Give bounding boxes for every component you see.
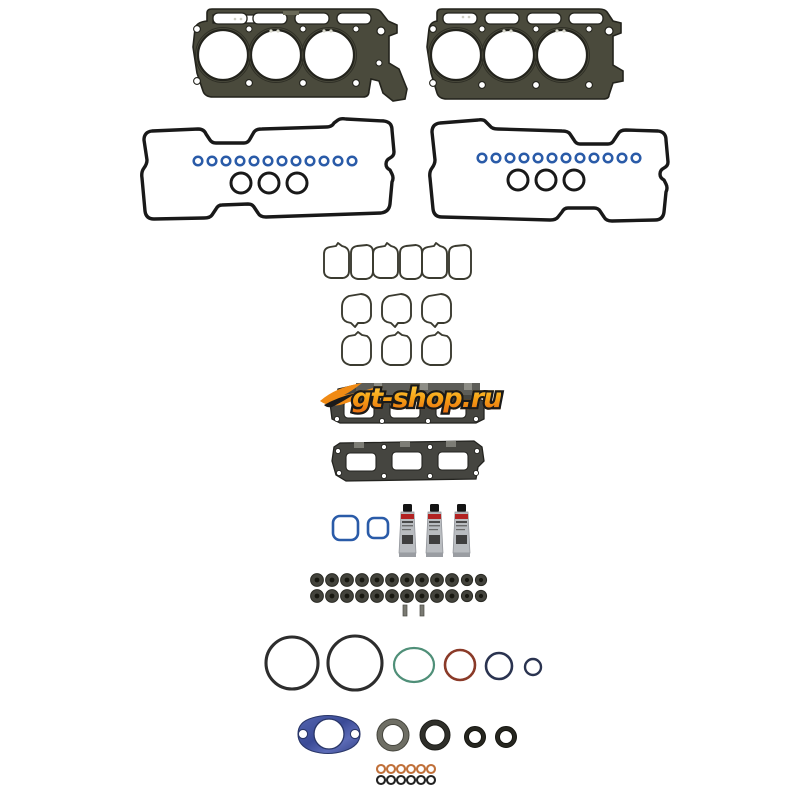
- part-intake-manifold-gasket-pairs: [318, 240, 478, 286]
- seal-ring-1: [376, 718, 410, 752]
- part-intake-port-gaskets-row1: [338, 291, 458, 331]
- valve-cover-grommets-right: [476, 152, 642, 164]
- part-sealant-tubes: [398, 503, 480, 559]
- seal-ring-2: [419, 719, 451, 751]
- part-valve-cover-gasket-left: [136, 116, 406, 224]
- valve-cover-grommets-left: [192, 155, 358, 167]
- sealant-tube: [398, 504, 417, 557]
- part-intake-port-gaskets-row2: [338, 331, 458, 371]
- part-throttle-and-seal-rings: [290, 710, 530, 758]
- seal-ring-3: [464, 726, 486, 748]
- watermark-text-shadow: gt-shop.ru: [350, 381, 505, 417]
- intake-gasket-pair: [372, 242, 423, 280]
- part-head-gasket-right: [423, 3, 628, 107]
- watermark-text: gt-shop.ru: [352, 383, 502, 414]
- part-valve-stem-seals: [310, 572, 500, 618]
- sealant-tube: [425, 504, 444, 557]
- throttle-body-gasket: [297, 714, 361, 755]
- o-ring-large-2: [326, 634, 384, 692]
- flame-icon: [320, 383, 376, 408]
- washers-black-row: [375, 774, 437, 786]
- part-square-gasket-blue-group: [330, 512, 392, 544]
- part-washers: [375, 763, 437, 790]
- o-ring-small-navy: [523, 657, 543, 677]
- washers-copper-row: [375, 763, 437, 775]
- o-ring-brown: [443, 648, 477, 682]
- part-head-gasket-left: [183, 3, 415, 107]
- part-valve-cover-gasket-right: [426, 118, 676, 224]
- o-ring-large-1: [264, 635, 320, 691]
- seal-ring-4: [495, 726, 517, 748]
- part-o-rings: [262, 634, 554, 694]
- valve-stem-seal-row-1: [310, 573, 488, 587]
- part-exhaust-manifold-gasket-lower: [326, 437, 488, 485]
- intake-gasket-pair: [323, 242, 374, 280]
- valve-stem-seal-row-2: [310, 589, 488, 603]
- valve-cover-spark-plug-seals-left: [229, 171, 309, 195]
- dowel-pins: [402, 604, 425, 617]
- o-ring-navy: [484, 651, 514, 681]
- intake-gasket-pair: [421, 242, 472, 280]
- valve-cover-spark-plug-seals-right: [506, 168, 586, 192]
- o-ring-green: [392, 646, 436, 684]
- watermark-logo: gt-shop.ru gt-shop.ru: [320, 381, 505, 416]
- sealant-tube: [452, 504, 471, 557]
